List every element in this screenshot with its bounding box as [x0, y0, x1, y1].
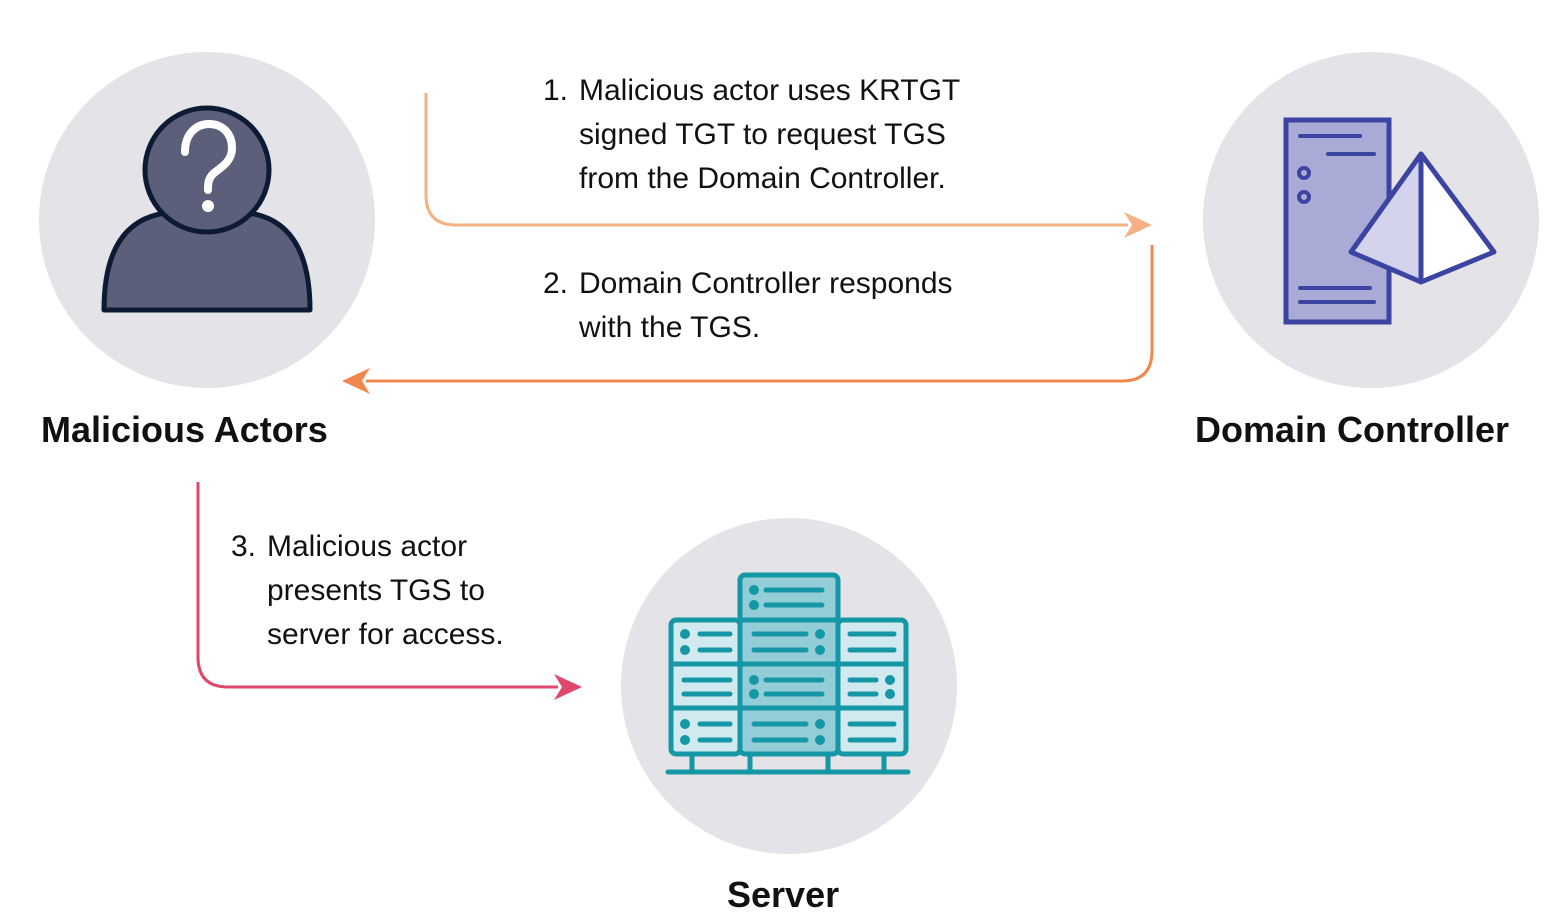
step-2-text: 2. Domain Controller responds with the TG… [543, 262, 953, 350]
step-3-text: 3. Malicious actor presents TGS to server… [231, 525, 504, 657]
step-2-line-2: with the TGS. [579, 311, 761, 344]
step-1-line-1: Malicious actor uses KRTGT [579, 74, 961, 107]
step-3-line-3: server for access. [267, 618, 504, 651]
step-1-number: 1. [543, 74, 569, 107]
step-2-arrow [342, 245, 1154, 394]
step-1-line-3: from the Domain Controller. [579, 162, 946, 195]
domain-controller-server-icon [1283, 117, 1497, 325]
step-3-number: 3. [231, 530, 257, 563]
server-rack-icon [665, 572, 911, 775]
step-2-line-1: Domain Controller responds [579, 267, 953, 300]
step-3-line-1: Malicious actor [267, 530, 468, 563]
step-3-arrow [196, 482, 582, 700]
step-2-number: 2. [543, 267, 569, 300]
unknown-user-icon [101, 105, 313, 313]
step-3-line-2: presents TGS to [267, 574, 485, 607]
step-1-text: 1. Malicious actor uses KRTGT signed TGT … [543, 69, 960, 201]
server-label: Server [727, 874, 840, 915]
domain-controller-label: Domain Controller [1195, 409, 1510, 450]
step-1-arrow [424, 93, 1152, 238]
step-1-line-2: signed TGT to request TGS [579, 118, 946, 151]
actors-label: Malicious Actors [41, 409, 328, 450]
